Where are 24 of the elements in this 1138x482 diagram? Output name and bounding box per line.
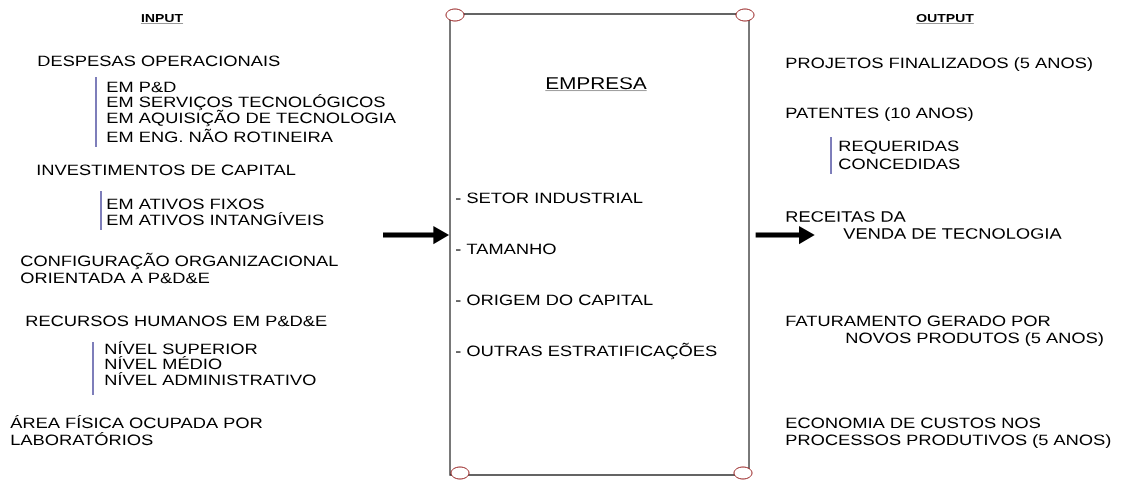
label-text: EM ATIVOS FIXOS xyxy=(107,198,264,210)
label-text: CONFIGURAÇÃO ORGANIZACIONAL ORIENTADA A P&D&E xyxy=(21,252,338,284)
label-text: EM ENG. NÃO ROTINEIRA xyxy=(107,128,333,143)
label-text: EM AQUISIÇÃO DE TECNOLOGIA xyxy=(107,109,396,127)
label-text: EM ATIVOS INTANGÍVEIS xyxy=(107,212,324,226)
label-text: ECONOMIA DE CUSTOS NOS PROCESSOS PRODUTIVOS (5 ANOS) xyxy=(786,417,1111,449)
label-text: PATENTES (10 ANOS) xyxy=(786,107,973,122)
output-text: RECEITAS DA VENDA DE TECNOLOGIA xyxy=(786,211,1062,239)
label-text: EM P&D xyxy=(107,81,176,93)
label-text: NÍVEL ADMINISTRATIVO xyxy=(105,372,316,386)
label-text: INVESTIMENTOS DE CAPITAL xyxy=(37,164,296,176)
label-text: FATURAMENTO GERADO POR NOVOS PRODUTOS (5 ANOS) xyxy=(786,315,1103,347)
column-heading: INPUT xyxy=(140,14,184,24)
label-text: PROJETOS FINALIZADOS (5 ANOS) xyxy=(786,57,1092,72)
label-text: NÍVEL MÉDIO xyxy=(105,356,222,370)
label-text: EM SERVIÇOS TECNOLÓGICOS xyxy=(107,94,385,111)
label-text: CONCEDIDAS xyxy=(839,158,960,170)
label-text: DESPESAS OPERACIONAIS xyxy=(38,55,280,67)
column-heading: OUTPUT xyxy=(915,13,975,24)
label-text: ÁREA FÍSICA OCUPADA POR LABORATÓRIOS xyxy=(10,415,262,446)
label-text: RECURSOS HUMANOS EM P&D&E xyxy=(26,315,327,327)
company-box: EMPRESA - SETOR INDUSTRIAL - TAMANHO - ORIGEM DO CAPITAL - OUTRAS ESTRATIFICAÇÕES xyxy=(449,13,750,476)
label-text: REQUERIDAS xyxy=(839,140,959,154)
label-text: NÍVEL SUPERIOR xyxy=(105,341,257,355)
